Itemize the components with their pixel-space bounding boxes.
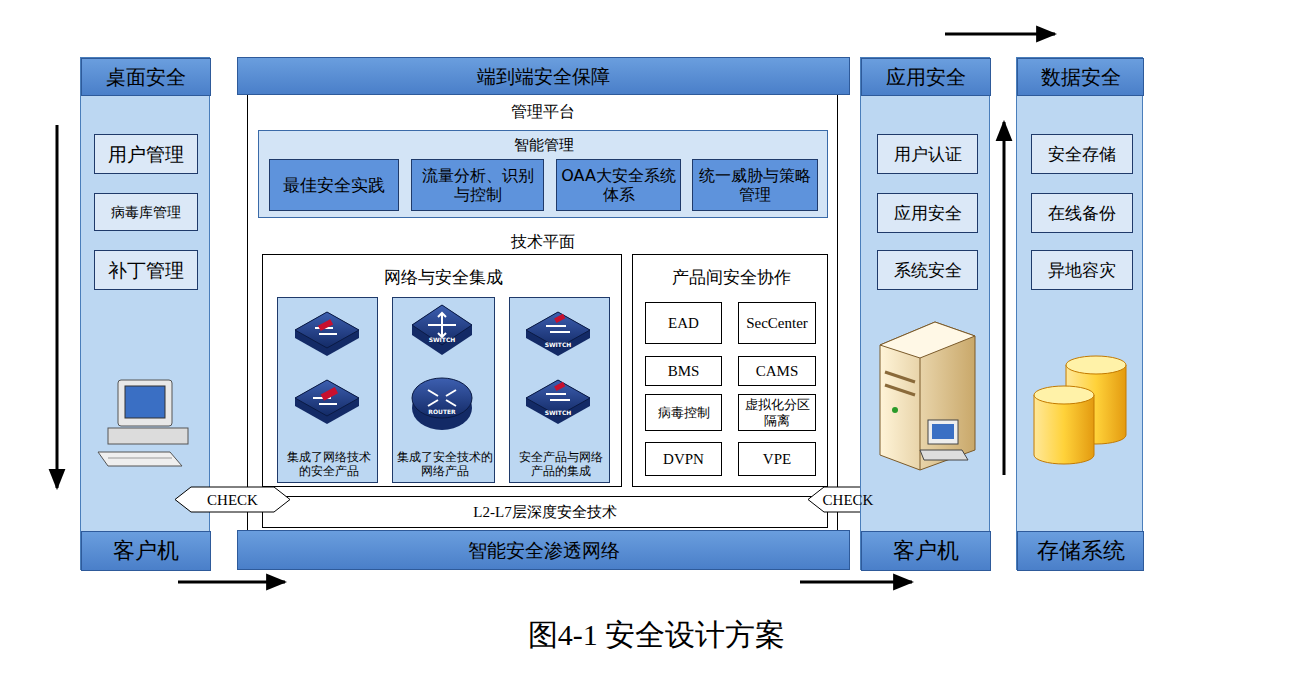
check-hexagon: CHECK	[808, 486, 888, 513]
band-label: 端到端安全保障	[237, 57, 850, 95]
server-icon	[880, 322, 975, 470]
box-label: DVPN	[646, 443, 721, 475]
box-label: 网络与安全集成	[263, 261, 623, 293]
box-label: 统一威胁与策略管理	[693, 160, 817, 210]
device-tag: SWITCH	[422, 336, 462, 344]
box: 应用安全客户机用户认证应用安全系统安全	[860, 57, 990, 570]
box-label: L2-L7层深度安全技术	[263, 497, 827, 527]
box-label: 流量分析、识别与控制	[412, 160, 543, 210]
box-label: 智能管理	[259, 133, 829, 157]
box-label: SecCenter	[739, 303, 815, 343]
device-tag: SWITCH	[538, 341, 578, 349]
box-label: CHECK	[808, 486, 888, 513]
box: 补丁管理	[94, 250, 198, 290]
box-label: CHECK	[175, 486, 290, 513]
box: 异地容灾	[1031, 250, 1133, 290]
box: VPE	[738, 442, 816, 476]
box-label: 应用安全	[878, 194, 977, 232]
box: DVPN	[645, 442, 722, 476]
box-label: VPE	[739, 443, 815, 475]
box-label: 安全产品与网络产品的集成	[510, 446, 611, 484]
box-label: 补丁管理	[95, 251, 197, 289]
box-label: 病毒控制	[646, 395, 721, 430]
box-label: 集成了网络技术的安全产品	[278, 446, 379, 484]
box-label: BMS	[646, 357, 721, 385]
band-label: 客户机	[81, 531, 211, 571]
box: CAMS	[738, 356, 816, 386]
box: 统一威胁与策略管理	[692, 159, 818, 211]
figure-caption: 图4-1 安全设计方案	[0, 612, 1313, 658]
box: 流量分析、识别与控制	[411, 159, 544, 211]
box-label: EAD	[646, 303, 721, 343]
box-label: 技术平面	[247, 229, 838, 255]
network-device-icons	[295, 305, 590, 430]
box: L2-L7层深度安全技术	[262, 496, 828, 528]
box: 病毒库管理	[94, 193, 198, 231]
band-label: 数据安全	[1017, 58, 1144, 96]
box-label: 安全存储	[1032, 135, 1132, 173]
box: 智能管理最佳安全实践流量分析、识别与控制 OAA大安全系统体系统一威胁与策略管理	[258, 130, 828, 218]
box-label: 用户认证	[878, 135, 977, 173]
box: 最佳安全实践	[269, 159, 399, 211]
band-label: 客户机	[861, 531, 991, 571]
box: 集成了网络技术的安全产品	[277, 297, 378, 483]
box-label: 产品间安全协作	[633, 261, 829, 293]
box: 端到端安全保障管理平台技术平面智能安全渗透网络 智能管理最佳安全实践流量分析、识别…	[237, 57, 850, 570]
box: 系统安全	[877, 250, 978, 290]
box-label: 虚拟化分区隔离	[739, 395, 815, 430]
box: 安全产品与网络产品的集成	[509, 297, 610, 483]
band-label: 应用安全	[861, 58, 991, 96]
box-label: 病毒库管理	[95, 194, 197, 230]
box: 网络与安全集成集成了网络技术的安全产品集成了安全技术的网络产品安全产品与网络产品…	[262, 254, 622, 487]
database-icon	[1034, 356, 1126, 464]
box: 产品间安全协作 EAD SecCenterBMS CAMS 病毒控制虚拟化分区隔离 DVP…	[632, 254, 828, 487]
device-tag: ROUTER	[422, 408, 462, 416]
box: 安全存储	[1031, 134, 1133, 174]
box: 数据安全存储系统 安全存储在线备份异地容灾	[1016, 57, 1143, 570]
device-tag: SWITCH	[538, 409, 578, 417]
box-label: 系统安全	[878, 251, 977, 289]
band-label: 存储系统	[1017, 531, 1144, 571]
box: 虚拟化分区隔离	[738, 394, 816, 431]
box-label: 集成了安全技术的网络产品	[393, 446, 496, 484]
box-label: 异地容灾	[1032, 251, 1132, 289]
box: SecCenter	[738, 302, 816, 344]
box: 用户认证	[877, 134, 978, 174]
box-label: CAMS	[739, 357, 815, 385]
box: 病毒控制	[645, 394, 722, 431]
check-hexagon: CHECK	[175, 486, 290, 513]
box-label: 在线备份	[1032, 194, 1132, 232]
box: 应用安全	[877, 193, 978, 233]
box: OAA大安全系统体系	[556, 159, 681, 211]
box-label: 管理平台	[247, 97, 838, 127]
box: 在线备份	[1031, 193, 1133, 233]
box: EAD	[645, 302, 722, 344]
box: 用户管理	[94, 134, 198, 174]
box-label: 最佳安全实践	[270, 160, 398, 210]
box: 集成了安全技术的网络产品	[392, 297, 495, 483]
band-label: 智能安全渗透网络	[237, 530, 850, 570]
band-label: 桌面安全	[81, 58, 211, 96]
box-label: OAA大安全系统体系	[557, 160, 680, 210]
flow-arrows	[57, 34, 1055, 582]
box-label: 用户管理	[95, 135, 197, 173]
box: BMS	[645, 356, 722, 386]
computer-icon	[98, 380, 188, 466]
